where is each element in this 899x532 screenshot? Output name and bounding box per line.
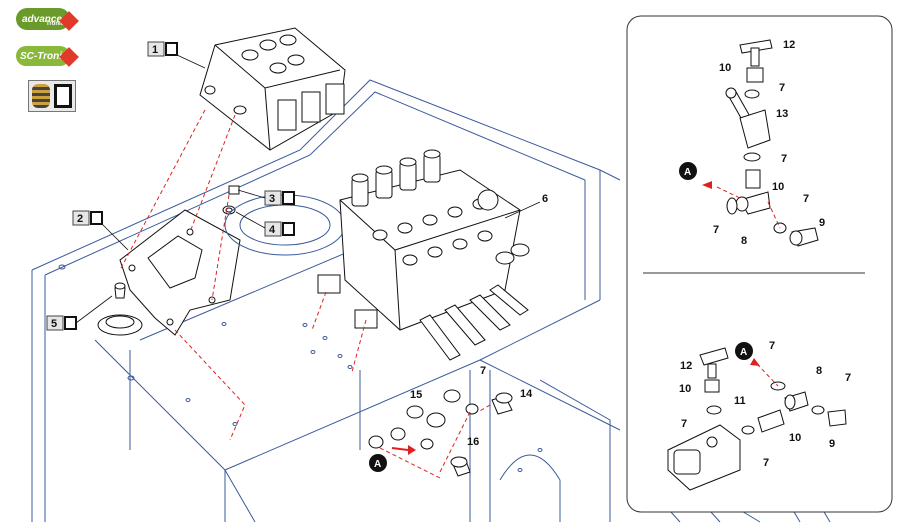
- callout-3-text: 3: [269, 193, 275, 205]
- detail-bottom-callout-11: 11: [734, 395, 746, 407]
- detail-top-callout-7c: 7: [803, 193, 809, 205]
- sc-tronic-logo: SC-Tronic: [16, 46, 70, 66]
- detail-bottom-callout-7a: 7: [681, 418, 687, 430]
- callout-5-text: 5: [51, 318, 57, 330]
- arrow-a-main-head: [408, 445, 416, 455]
- callout-3: 3: [264, 190, 295, 206]
- leader-5: [75, 295, 113, 324]
- mounting-plate: [119, 209, 241, 336]
- bolt-and-washer: [222, 185, 240, 215]
- fittings-cluster: [368, 389, 513, 477]
- detail-top-callout-7d: 7: [713, 224, 719, 236]
- detail-bottom-callout-12: 12: [680, 360, 692, 372]
- frame-holes: [58, 264, 543, 472]
- detail-bottom-drawing: [667, 347, 847, 491]
- detail-bottom-callout-9: 9: [829, 438, 835, 450]
- badge-a-main-text: A: [374, 459, 381, 470]
- badge-a-bottom-text: A: [740, 347, 747, 358]
- detail-top-callout-10b: 10: [772, 181, 784, 193]
- gear-icon: [32, 84, 50, 108]
- callout-1-text: 1: [152, 44, 158, 56]
- detail-bottom-callout-10b: 10: [789, 432, 801, 444]
- callout-4: 4: [264, 221, 295, 237]
- detail-top-callout-8: 8: [741, 235, 747, 247]
- detail-bottom-leaders: [756, 363, 779, 387]
- bolt-and-seal: [97, 282, 143, 336]
- leader-2: [101, 223, 129, 251]
- arrow-a-bottom: [750, 358, 760, 366]
- detail-top-callout-13: 13: [776, 108, 788, 120]
- leader-lines-main: [119, 109, 491, 479]
- badge-a-top-text: A: [684, 167, 691, 178]
- detail-top-callout-12: 12: [783, 39, 795, 51]
- badge-a-main: A: [369, 454, 387, 472]
- badge-a-bottom: A: [735, 342, 753, 360]
- callout-2: 2: [72, 210, 103, 226]
- solenoid-valve-block: [199, 27, 346, 151]
- detail-top-callout-9: 9: [819, 217, 825, 229]
- callout-1: 1: [147, 41, 178, 57]
- callout-15: 15: [410, 389, 422, 401]
- detail-top-callout-10a: 10: [719, 62, 731, 74]
- detail-bottom-callout-10a: 10: [679, 383, 691, 395]
- arrow-a-main: [391, 447, 409, 451]
- callout-16: 16: [467, 436, 479, 448]
- detail-top-leaders: [716, 186, 781, 229]
- directional-control-valve: [317, 149, 530, 361]
- callout-4-text: 4: [269, 224, 276, 236]
- callout-5: 5: [46, 315, 77, 331]
- advance-logo-text: advance: [22, 13, 63, 25]
- callout-2-text: 2: [77, 213, 83, 225]
- sc-tronic-logo-text: SC-Tronic: [20, 50, 68, 62]
- detail-top-callout-7b: 7: [781, 153, 787, 165]
- advance-logo-subtext: Tronic: [46, 21, 65, 27]
- square-icon: [54, 84, 72, 108]
- leader-3: [237, 189, 266, 199]
- detail-top-drawing: [725, 39, 819, 247]
- gearbox-square-icon: [28, 80, 76, 112]
- detail-bottom-callout-7c: 7: [845, 372, 851, 384]
- detail-top-callout-7a: 7: [779, 82, 785, 94]
- callout-6: 6: [542, 193, 548, 205]
- callout-7: 7: [480, 365, 486, 377]
- leader-1: [176, 54, 206, 69]
- arrow-a-top: [702, 181, 712, 189]
- badge-a-top: A: [679, 162, 697, 180]
- detail-bottom-callout-7b: 7: [769, 340, 775, 352]
- leader-4: [235, 211, 266, 229]
- leader-6: [504, 201, 541, 219]
- detail-bottom-callout-8: 8: [816, 365, 822, 377]
- detail-bottom-callout-7d: 7: [763, 457, 769, 469]
- machine-frame: [31, 79, 831, 523]
- detail-box: [626, 15, 893, 513]
- callout-14: 14: [520, 388, 533, 400]
- advance-tronic-logo: advance Tronic: [16, 8, 70, 30]
